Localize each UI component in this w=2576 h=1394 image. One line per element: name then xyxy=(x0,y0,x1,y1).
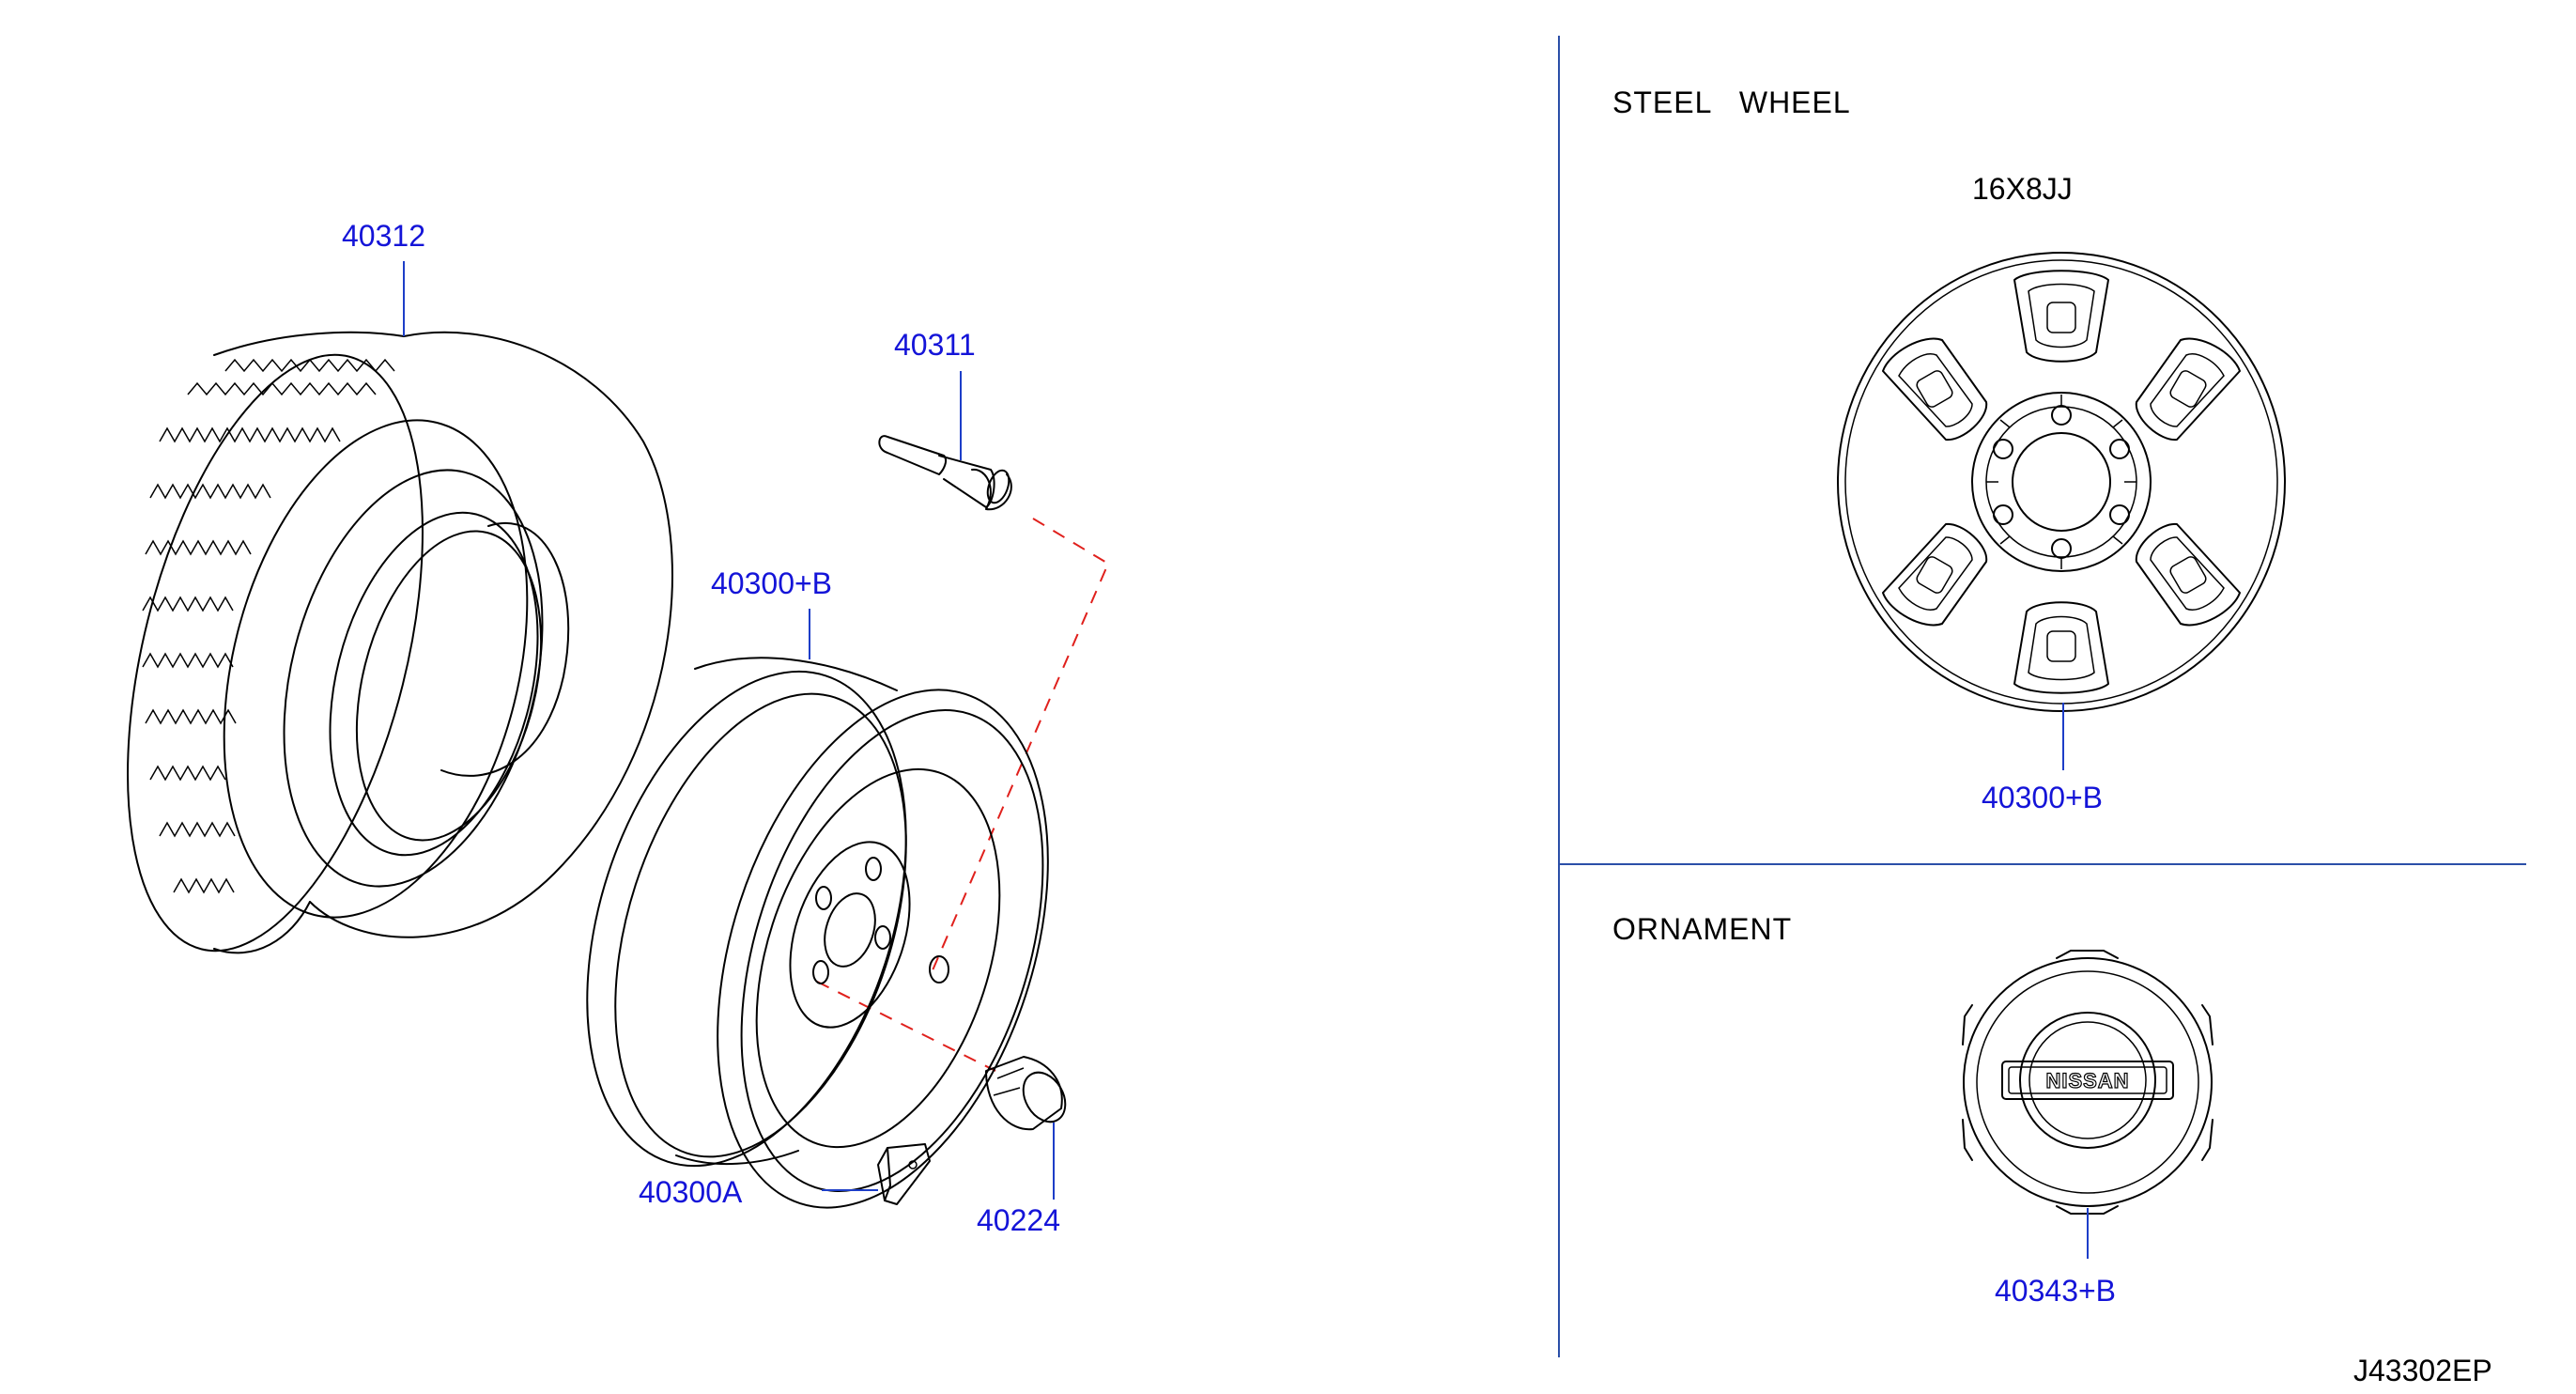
wheel-exploded-illustration xyxy=(586,657,1049,1209)
balance-weight-part-number[interactable]: 40300A xyxy=(639,1175,743,1209)
ornament-cap-illustration xyxy=(1962,950,2214,1215)
steel-wheel-size-label: 16X8JJ xyxy=(1972,172,2073,206)
steel-wheel-section-title: STEEL WHEEL xyxy=(1612,85,1851,119)
ornament-section-title: ORNAMENT xyxy=(1612,912,1792,946)
steel-wheel-part-number[interactable]: 40300+B xyxy=(1982,781,2103,814)
ornament-emblem-text: NISSAN xyxy=(2045,1069,2129,1092)
wheel-exploded-part-number[interactable]: 40300+B xyxy=(711,566,832,600)
lug-nut-illustration xyxy=(985,1056,1067,1131)
valve-illustration xyxy=(878,435,1012,511)
lug-nut-part-number[interactable]: 40224 xyxy=(977,1203,1060,1237)
lugnut-dashed-path xyxy=(816,981,996,1072)
steel-wheel-front-illustration xyxy=(1837,252,2286,712)
ornament-part-number[interactable]: 40343+B xyxy=(1995,1274,2116,1308)
balance-weight-illustration xyxy=(877,1143,931,1205)
tire-part-number[interactable]: 40312 xyxy=(342,219,425,253)
valve-dashed-path xyxy=(929,518,1110,978)
tire-illustration xyxy=(127,331,673,954)
diagram-code: J43302EP xyxy=(2353,1354,2492,1387)
valve-part-number[interactable]: 40311 xyxy=(894,328,976,362)
